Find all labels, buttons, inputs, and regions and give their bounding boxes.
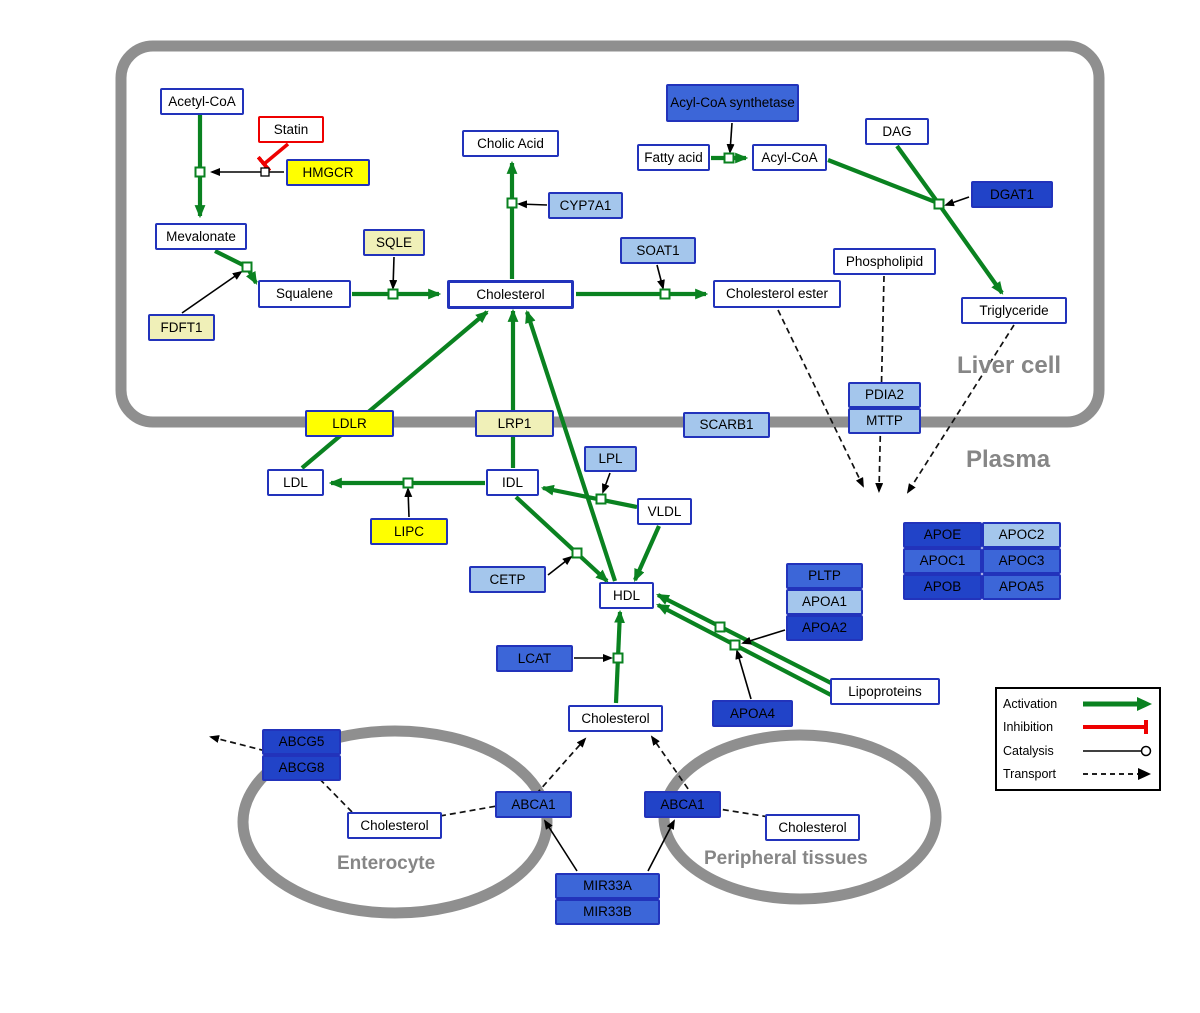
node-lipoproteins[interactable]: Lipoproteins (830, 678, 940, 705)
node-lpl[interactable]: LPL (584, 446, 637, 472)
legend-inhibition-row: Inhibition (1003, 716, 1153, 738)
node-cholesterol-ester[interactable]: Cholesterol ester (713, 280, 841, 308)
node-cholesterol-enterocyte[interactable]: Cholesterol (347, 812, 442, 839)
node-cyp7a1[interactable]: CYP7A1 (548, 192, 623, 219)
node-dag[interactable]: DAG (865, 118, 929, 145)
legend-inhibition-label: Inhibition (1003, 720, 1054, 735)
node-apoe[interactable]: APOE (903, 522, 982, 548)
node-apoa4[interactable]: APOA4 (712, 700, 793, 727)
node-mir33b[interactable]: MIR33B (555, 899, 660, 925)
node-sqle[interactable]: SQLE (363, 229, 425, 256)
node-acyl-coa[interactable]: Acyl-CoA (752, 144, 827, 171)
legend-activation-row: Activation (1003, 693, 1153, 715)
legend-catalysis-row: Catalysis (1003, 740, 1153, 762)
node-lrp1[interactable]: LRP1 (475, 410, 554, 437)
node-acetyl-coa[interactable]: Acetyl-CoA (160, 88, 244, 115)
legend-activation-label: Activation (1003, 696, 1058, 711)
node-statin[interactable]: Statin (258, 116, 324, 143)
activation-arrow-icon (1083, 696, 1152, 711)
node-cholesterol-liver[interactable]: Cholesterol (447, 280, 574, 309)
liver-cell-label: Liver cell (957, 352, 1062, 379)
inhibition-tbar-icon (1083, 720, 1148, 735)
node-apoc2[interactable]: APOC2 (982, 522, 1061, 548)
legend: Activation Inhibition Catalysis Transpor… (995, 687, 1161, 791)
node-hmgcr[interactable]: HMGCR (286, 159, 370, 186)
node-apoc3[interactable]: APOC3 (982, 548, 1061, 574)
node-acyl-coa-synthetase[interactable]: Acyl-CoA synthetase (666, 84, 799, 122)
node-apoa1[interactable]: APOA1 (786, 589, 863, 615)
node-apoa5[interactable]: APOA5 (982, 574, 1061, 600)
node-squalene[interactable]: Squalene (258, 280, 351, 308)
node-mevalonate[interactable]: Mevalonate (155, 223, 247, 250)
reaction-nodes (194, 152, 945, 664)
node-abcg5[interactable]: ABCG5 (262, 729, 341, 755)
node-fdft1[interactable]: FDFT1 (148, 314, 215, 341)
inhibition-edge (256, 142, 290, 173)
node-mttp[interactable]: MTTP (848, 408, 921, 434)
liver-cell-membrane (115, 40, 1105, 428)
node-fatty-acid[interactable]: Fatty acid (637, 144, 710, 171)
node-pdia2[interactable]: PDIA2 (848, 382, 921, 408)
legend-catalysis-label: Catalysis (1003, 743, 1054, 758)
node-triglyceride[interactable]: Triglyceride (961, 297, 1067, 324)
node-apob[interactable]: APOB (903, 574, 982, 600)
node-abcg8[interactable]: ABCG8 (262, 755, 341, 781)
catalysis-edges (181, 122, 970, 872)
catalysis-junction-square (260, 167, 270, 177)
node-ldlr[interactable]: LDLR (305, 410, 394, 437)
legend-transport-label: Transport (1003, 767, 1057, 782)
node-apoc1[interactable]: APOC1 (903, 548, 982, 574)
plasma-label: Plasma (966, 446, 1051, 473)
transport-dashed-arrow-icon (1083, 768, 1151, 781)
node-phospholipid[interactable]: Phospholipid (833, 248, 936, 275)
legend-transport-row: Transport (1003, 763, 1153, 785)
node-cholic-acid[interactable]: Cholic Acid (462, 130, 559, 157)
node-cholesterol-plasma[interactable]: Cholesterol (568, 705, 663, 732)
node-abca1-peripheral[interactable]: ABCA1 (644, 791, 721, 818)
node-mir33a[interactable]: MIR33A (555, 873, 660, 899)
node-idl[interactable]: IDL (486, 469, 539, 496)
node-lcat[interactable]: LCAT (496, 645, 573, 672)
node-lipc[interactable]: LIPC (370, 518, 448, 545)
node-cetp[interactable]: CETP (469, 566, 546, 593)
node-abca1-enterocyte[interactable]: ABCA1 (495, 791, 572, 818)
node-scarb1[interactable]: SCARB1 (683, 412, 770, 438)
catalysis-circle-icon (1083, 745, 1152, 756)
node-ldl[interactable]: LDL (267, 469, 324, 496)
node-soat1[interactable]: SOAT1 (620, 237, 696, 264)
node-hdl[interactable]: HDL (599, 582, 654, 609)
node-cholesterol-peripheral[interactable]: Cholesterol (765, 814, 860, 841)
node-apoa2[interactable]: APOA2 (786, 615, 863, 641)
node-pltp[interactable]: PLTP (786, 563, 863, 589)
node-dgat1[interactable]: DGAT1 (971, 181, 1053, 208)
enterocyte-label: Enterocyte (337, 853, 436, 874)
peripheral-tissues-label: Peripheral tissues (704, 848, 868, 869)
node-vldl[interactable]: VLDL (637, 498, 692, 525)
